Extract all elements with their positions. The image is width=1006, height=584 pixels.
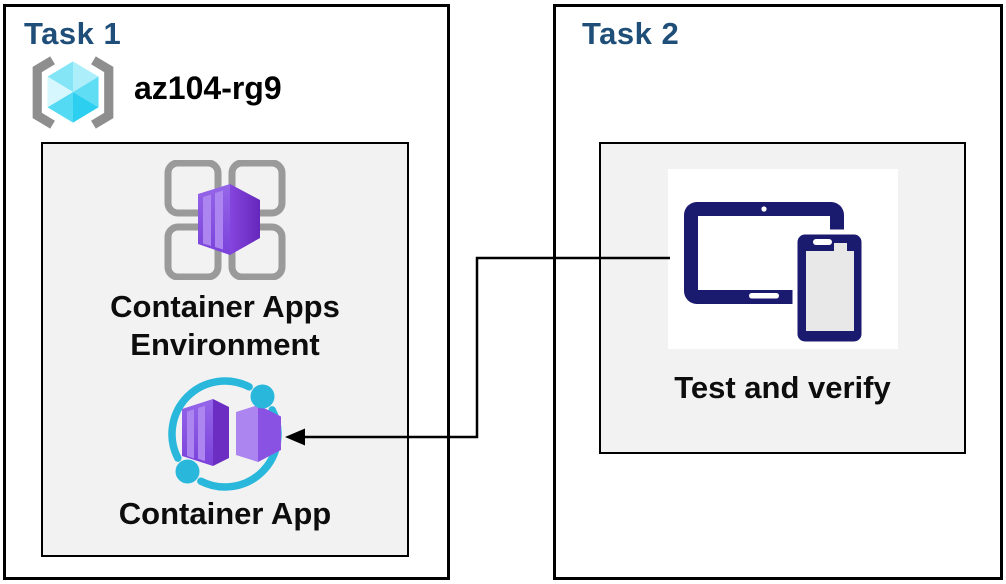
task1-box: Task 1 az104-rg9 xyxy=(3,4,450,580)
resource-group-icon xyxy=(32,56,114,129)
devices-panel xyxy=(667,169,898,349)
container-apps-environment-label: Container Apps Environment xyxy=(110,289,340,362)
container-app-icon xyxy=(168,377,282,491)
container-apps-environment-panel: Container Apps Environment xyxy=(41,142,409,557)
devices-icon xyxy=(683,202,866,347)
container-app-label: Container App xyxy=(118,496,332,531)
task1-title: Task 1 xyxy=(24,16,122,51)
test-verify-label: Test and verify xyxy=(674,370,891,405)
task2-box: Task 2 Test and verify xyxy=(553,4,1003,580)
task2-title: Task 2 xyxy=(582,16,680,51)
test-verify-panel: Test and verify xyxy=(599,142,966,454)
container-apps-environment-icon xyxy=(164,160,286,280)
resource-group-name: az104-rg9 xyxy=(134,70,282,106)
